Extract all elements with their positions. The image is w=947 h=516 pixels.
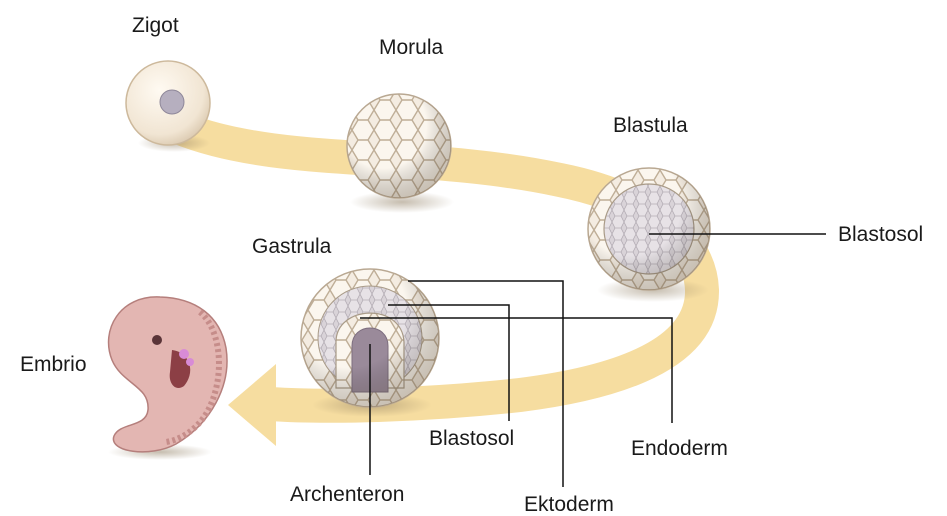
label-blastula: Blastula bbox=[613, 115, 688, 136]
label-gastrula: Gastrula bbox=[252, 236, 331, 257]
label-archenteron: Archenteron bbox=[290, 484, 404, 505]
embryo-arch bbox=[179, 349, 189, 359]
label-blastosol-right: Blastosol bbox=[838, 224, 923, 245]
morula-illustration bbox=[347, 94, 454, 213]
label-embrio: Embrio bbox=[20, 354, 87, 375]
embryo-illustration bbox=[108, 297, 227, 460]
zygote-nucleus bbox=[160, 90, 184, 114]
label-zigot: Zigot bbox=[132, 15, 179, 36]
blastula-shading bbox=[588, 168, 710, 290]
zygote-illustration bbox=[126, 61, 210, 152]
blastula-illustration bbox=[588, 168, 710, 302]
label-morula: Morula bbox=[379, 37, 443, 58]
label-ektoderm: Ektoderm bbox=[524, 494, 614, 515]
embryo-eye bbox=[152, 335, 162, 345]
embryo-arch bbox=[186, 358, 194, 366]
label-blastosol-bottom: Blastosol bbox=[429, 428, 514, 449]
path-arrowhead bbox=[228, 364, 276, 446]
label-endoderm: Endoderm bbox=[631, 438, 728, 459]
morula-shading bbox=[347, 94, 451, 198]
